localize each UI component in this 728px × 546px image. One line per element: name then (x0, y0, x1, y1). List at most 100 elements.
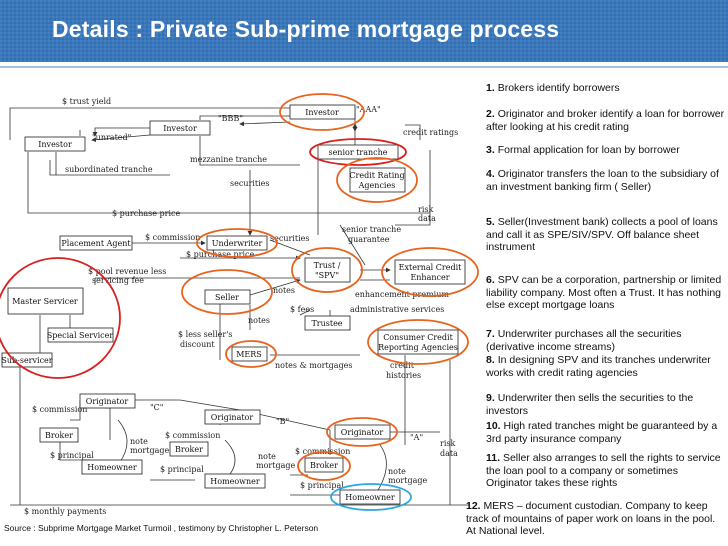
label-subordinated-tranche: subordinated tranche (65, 165, 153, 174)
mers-label: MERS (236, 350, 262, 359)
originator-left-label: Originator (86, 397, 129, 406)
seller-label: Seller (215, 293, 239, 302)
broker-left-box (39, 427, 79, 443)
label-notes-2: notes (248, 316, 270, 325)
title-divider-line (0, 66, 728, 68)
label-note-mortgage-3a: note (388, 467, 406, 476)
step-1: 1. Brokers identify borrowers (486, 82, 620, 94)
highlight-oval-homeowner-right (330, 483, 412, 511)
highlight-oval-trust (291, 247, 363, 293)
highlight-oval-consumer-credit (367, 319, 469, 365)
label-commission-3: $ commission (165, 431, 220, 440)
label-a-grade: "A" (410, 433, 423, 442)
label-risk-data-1b: data (418, 214, 436, 223)
label-principal-2: $ principal (160, 465, 204, 474)
label-securities-2: securities (270, 234, 309, 243)
broker-right-label: Broker (310, 461, 338, 470)
label-principal-1: $ principal (50, 451, 94, 460)
homeowner-mid-label: Homeowner (210, 477, 260, 486)
underwriter-label: Underwriter (212, 239, 263, 248)
originator-right-label: Originator (341, 428, 384, 437)
sub-servicer-box (1, 352, 53, 368)
label-credit-ratings: credit ratings (403, 128, 458, 137)
trust-box (304, 257, 351, 283)
homeowner-right-box (339, 489, 401, 505)
credit-rating-label-1: Credit Rating (349, 171, 404, 180)
underwriter-box (206, 235, 268, 251)
broker-mid-label: Broker (175, 445, 203, 454)
step-6: 6. SPV can be a corporation, partnership… (486, 274, 722, 311)
label-less-sellers-1: $ less seller's (178, 330, 233, 339)
label-monthly-payments: $ monthly payments (24, 507, 106, 516)
investor-top-box (289, 104, 356, 120)
label-credit-histories-2: histories (386, 371, 421, 380)
label-note-mortgage-3b: mortgage (388, 476, 427, 485)
label-notes-1: notes (273, 286, 295, 295)
label-risk-data-1a: risk (418, 205, 433, 214)
highlight-oval-mers (225, 340, 277, 368)
highlight-oval-servicers (0, 257, 121, 379)
label-notes-mortgages: notes & mortgages (275, 361, 353, 370)
highlight-oval-credit-rating (336, 157, 418, 203)
highlight-oval-investor (279, 93, 365, 131)
originator-mid-label: Originator (211, 413, 254, 422)
page-title: Details : Private Sub-prime mortgage pro… (52, 16, 560, 42)
credit-rating-label-2: Agencies (358, 181, 396, 190)
label-mezzanine-tranche: mezzanine tranche (190, 155, 267, 164)
step-9: 9. Underwriter then sells the securities… (486, 392, 694, 417)
label-note-mortgage-2a: note (258, 452, 276, 461)
mers-box (231, 346, 268, 362)
trust-label-1: Trust / (314, 261, 341, 270)
step-4: 4. Originator transfers the loan to the … (486, 168, 719, 193)
placement-agent-label: Placement Agent (61, 239, 131, 248)
seller-box (204, 289, 251, 305)
highlight-oval-originator-right (326, 417, 398, 447)
consumer-credit-box (377, 329, 459, 355)
broker-right-box (304, 457, 344, 473)
investor-left-label: Investor (38, 140, 72, 149)
trustee-label: Trustee (311, 319, 342, 328)
source-citation: Source : Subprime Mortgage Market Turmoi… (4, 523, 319, 533)
external-credit-box (394, 259, 466, 285)
homeowner-left-box (81, 459, 143, 475)
homeowner-mid-box (204, 473, 266, 489)
broker-mid-box (169, 441, 209, 457)
title-bar (0, 0, 728, 62)
label-securities-1: securities (230, 179, 269, 188)
originator-left-box (79, 393, 136, 409)
label-fees: $ fees (290, 305, 314, 314)
special-servicer-label: Special Servicer (47, 331, 114, 340)
label-c-grade: "C" (150, 403, 163, 412)
label-note-mortgage-1a: note (130, 437, 148, 446)
label-aaa: "AAA" (356, 105, 381, 114)
label-credit-histories-1: credit (390, 361, 415, 370)
title-divider (0, 62, 728, 68)
label-less-sellers-2: discount (180, 340, 215, 349)
label-pool-revenue-1: $ pool revenue less (88, 267, 166, 276)
trustee-box (304, 315, 351, 331)
flow-lines (9, 107, 470, 506)
step-11: 11. Seller also arranges to sell the rig… (486, 452, 721, 489)
step-12: 12. MERS – document custodian. Company t… (466, 500, 716, 537)
highlight-oval-broker-right (297, 451, 351, 481)
external-credit-label-1: External Credit (399, 263, 463, 272)
entity-boxes (1, 104, 466, 505)
step-2: 2. Originator and broker identify a loan… (486, 108, 725, 133)
label-pool-revenue-2: servicing fee (92, 276, 144, 285)
label-senior-guarantee-2: guarantee (348, 235, 390, 244)
highlight-oval-senior-tranche (309, 138, 407, 166)
investor-mid-label: Investor (163, 124, 197, 133)
step-7: 7. Underwriter purchases all the securit… (486, 328, 682, 353)
highlight-oval-external-credit (381, 247, 479, 297)
label-trust-yield: $ trust yield (62, 97, 111, 106)
senior-tranche-box (317, 144, 399, 160)
special-servicer-box (47, 327, 114, 343)
consumer-credit-label-1: Consumer Credit (383, 333, 453, 342)
label-b-grade: "B" (276, 417, 289, 426)
label-senior-guarantee-1: senior tranche (342, 225, 401, 234)
label-bbb: "BBB" (218, 114, 243, 123)
homeowner-right-label: Homeowner (345, 493, 395, 502)
label-commission-2: $ commission (32, 405, 87, 414)
highlight-oval-seller (181, 269, 273, 315)
label-note-mortgage-2b: mortgage (256, 461, 295, 470)
